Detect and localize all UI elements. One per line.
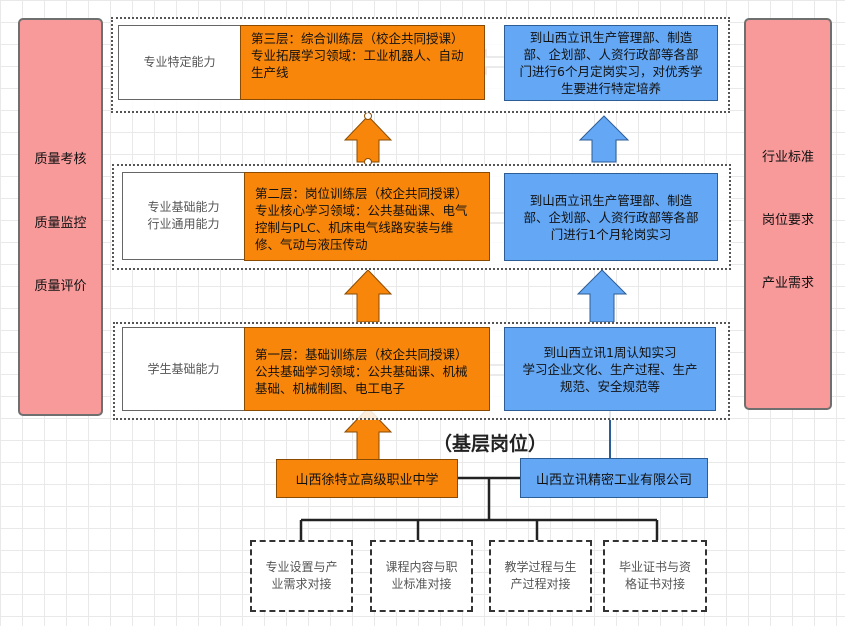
up-arrow-orange-3 [343,115,393,163]
layer-2-training-line: 修、气动与液压传动 [255,237,368,252]
layer-3-practice: 到山西立讯生产管理部、制造 部、企划部、人资行政部等各部 门进行6个月定岗实习，… [504,25,718,101]
post-requirement-label: 岗位要求 [761,213,814,228]
link-box-4-line: 格证书对接 [624,577,685,591]
layer-3-training-line: 第三层：综合训练层（校企共同授课） [251,31,464,46]
industry-panel: 行业标准 岗位要求 产业需求 [744,18,832,410]
layer-1-training: 第一层：基础训练层（校企共同授课） 公共基础学习领域：公共基础课、机械 基础、机… [244,327,490,411]
layer-3-training-line: 专业拓展学习领域：工业机器人、自动 [251,48,464,63]
layer-2-practice-line: 门进行1个月轮岗实习 [550,226,672,242]
link-box-3-line: 教学过程与生 [504,560,577,574]
layer-2-training-line: 控制与PLC、机床电气线路安装与维 [255,220,454,235]
company-box: 山西立讯精密工业有限公司 [520,458,708,498]
layer-3-training: 第三层：综合训练层（校企共同授课） 专业拓展学习领域：工业机器人、自动 生产线 [240,25,485,100]
layer-3-ability: 专业特定能力 [118,25,241,100]
industry-standard-label: 行业标准 [761,150,814,165]
school-box: 山西徐特立高级职业中学 [276,459,458,498]
layer-2-practice-line: 到山西立讯生产管理部、制造 [529,192,693,208]
layer-1-practice-line: 到山西立讯1周认知实习 [543,344,677,360]
quality-assessment-label: 质量考核 [34,152,87,167]
layer-2-training-line: 第二层：岗位训练层（校企共同授课） [255,186,468,201]
quality-monitoring-label: 质量监控 [34,216,87,231]
layer-1-training-line: 第一层：基础训练层（校企共同授课） [255,347,468,362]
link-box-4-line: 毕业证书与资 [618,560,691,574]
base-post-label: （基层岗位） [432,433,547,455]
layer-1-practice-line: 规范、安全规范等 [559,378,660,394]
layer-2-training: 第二层：岗位训练层（校企共同授课） 专业核心学习领域：公共基础课、电气 控制与P… [244,172,490,261]
link-box-1-line: 专业设置与产 [265,560,338,574]
layer-2-ability-line: 专业基础能力 [147,200,220,214]
link-box-1: 专业设置与产业需求对接 [250,540,353,612]
link-box-2: 课程内容与职业标准对接 [370,540,473,612]
quality-evaluation-label: 质量评价 [34,279,87,294]
layer-3-practice-line: 生要进行特定培养 [560,81,661,96]
layer-1-practice: 到山西立讯1周认知实习 学习企业文化、生产过程、生产 规范、安全规范等 [504,327,716,411]
layer-2-training-line: 专业核心学习领域：公共基础课、电气 [255,203,468,218]
up-arrow-blue-2 [578,115,630,163]
up-arrow-orange-2 [343,269,393,323]
layer-3-practice-line: 到山西立讯生产管理部、制造 [529,30,693,45]
industry-demand-label: 产业需求 [761,276,814,291]
layer-2-practice-line: 部、企划部、人资行政部等各部 [523,209,699,225]
layer-1-ability-line: 学生基础能力 [147,361,220,376]
layer-2-practice: 到山西立讯生产管理部、制造 部、企划部、人资行政部等各部 门进行1个月轮岗实习 [504,173,718,261]
layer-3-training-line: 生产线 [251,65,289,80]
layer-3-practice-line: 部、企划部、人资行政部等各部 [523,47,699,62]
link-box-2-line: 课程内容与职 [385,560,458,574]
layer-3-practice-line: 门进行6个月定岗实习，对优秀学 [519,64,703,79]
layer-1-training-line: 公共基础学习领域：公共基础课、机械 [255,364,468,379]
layer-1-practice-line: 学习企业文化、生产过程、生产 [522,361,698,377]
link-box-1-line: 业需求对接 [271,577,332,591]
link-box-4: 毕业证书与资格证书对接 [603,540,707,612]
layer-2-ability-line: 行业通用能力 [147,217,220,231]
layer-3-ability-line: 专业特定能力 [143,55,216,69]
up-arrow-blue-1 [576,269,628,323]
quality-panel: 质量考核 质量监控 质量评价 [18,18,103,416]
link-box-3: 教学过程与生产过程对接 [489,540,592,612]
layer-1-ability: 学生基础能力 [122,327,245,411]
link-box-2-line: 业标准对接 [391,577,452,591]
layer-1-training-line: 基础、机械制图、电工电子 [255,381,406,396]
link-box-3-line: 产过程对接 [510,577,571,591]
layer-2-ability: 专业基础能力 行业通用能力 [122,172,245,260]
